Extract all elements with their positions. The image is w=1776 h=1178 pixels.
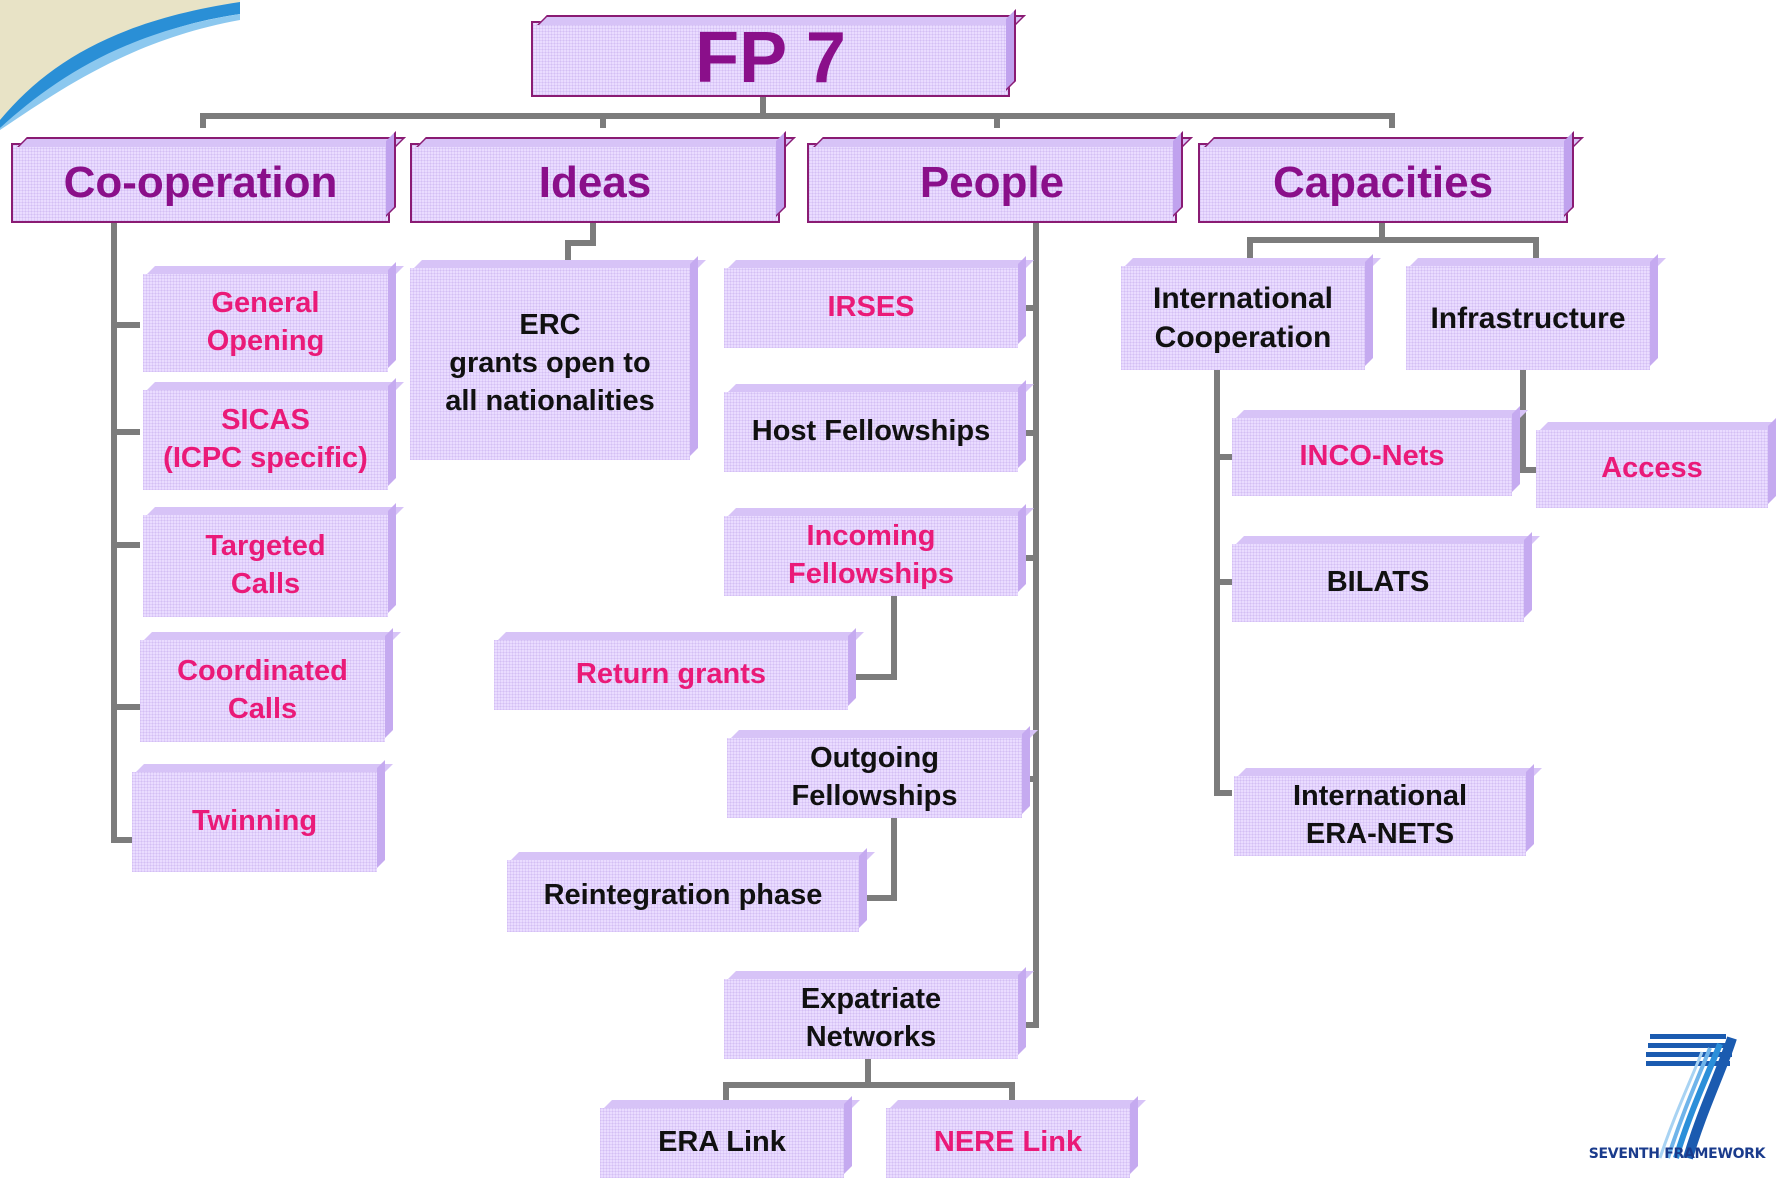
node-sicas: SICAS (ICPC specific) — [143, 390, 388, 490]
node-nere-link: NERE Link — [886, 1108, 1130, 1178]
pillar-cooperation-label: Co-operation — [63, 158, 338, 208]
node-expatriate-networks: Expatriate Networks — [724, 979, 1018, 1059]
node-return-grants-label: Return grants — [575, 658, 767, 691]
fp7-title: FP 7 — [695, 18, 846, 99]
node-bilats-label: BILATS — [1326, 566, 1430, 599]
node-outgoing-fellowships: Outgoing Fellowships — [727, 738, 1022, 818]
pillar-capacities: Capacities — [1198, 143, 1568, 223]
pillar-ideas-label: Ideas — [538, 158, 652, 208]
node-incoming-fellowships-label: Incoming Fellowships — [788, 520, 954, 590]
node-bilats: BILATS — [1232, 544, 1524, 622]
node-nere-link-label: NERE Link — [933, 1126, 1083, 1159]
node-irses-label: IRSES — [827, 291, 915, 324]
node-era-link: ERA Link — [600, 1108, 844, 1178]
node-return-grants: Return grants — [494, 640, 848, 710]
node-erc-grants-label: ERC grants open to all nationalities — [445, 309, 655, 417]
node-outgoing-fellowships-label: Outgoing Fellowships — [791, 742, 958, 812]
fp7-seven-logo-icon — [1646, 1034, 1737, 1160]
node-infrastructure: Infrastructure — [1406, 266, 1650, 370]
node-expatriate-networks-label: Expatriate Networks — [800, 983, 942, 1053]
node-access: Access — [1536, 430, 1768, 508]
pillar-people-label: People — [919, 158, 1065, 208]
node-access-label: Access — [1601, 452, 1703, 485]
node-international-era-nets-label: International ERA-NETS — [1292, 780, 1467, 850]
node-twinning: Twinning — [132, 772, 377, 872]
node-general-opening-label: General Opening — [206, 287, 325, 357]
pillar-ideas: Ideas — [410, 143, 780, 223]
node-host-fellowships: Host Fellowships — [724, 392, 1018, 472]
node-erc-grants: ERC grants open to all nationalities — [410, 268, 690, 460]
node-reintegration-phase-label: Reintegration phase — [543, 879, 823, 912]
pillar-people: People — [807, 143, 1177, 223]
node-incoming-fellowships: Incoming Fellowships — [724, 516, 1018, 596]
node-inco-nets-label: INCO-Nets — [1299, 440, 1445, 473]
node-infrastructure-label: Infrastructure — [1430, 301, 1626, 335]
node-reintegration-phase: Reintegration phase — [507, 860, 859, 932]
fp7-title-box: FP 7 — [531, 18, 1010, 98]
node-irses: IRSES — [724, 268, 1018, 348]
node-twinning-label: Twinning — [191, 805, 318, 838]
node-era-link-label: ERA Link — [658, 1126, 786, 1159]
node-international-era-nets: International ERA-NETS — [1234, 776, 1526, 856]
node-international-cooperation: International Cooperation — [1121, 266, 1365, 370]
node-sicas-label: SICAS (ICPC specific) — [163, 404, 368, 474]
node-host-fellowships-label: Host Fellowships — [751, 415, 991, 448]
node-coordinated-calls: Coordinated Calls — [140, 640, 385, 742]
node-targeted-calls-label: Targeted Calls — [205, 530, 326, 600]
node-inco-nets: INCO-Nets — [1232, 418, 1512, 496]
pillar-capacities-label: Capacities — [1272, 158, 1494, 208]
fp7-logo-text: SEVENTH FRAMEWORK — [1588, 1146, 1766, 1162]
node-coordinated-calls-label: Coordinated Calls — [177, 655, 348, 725]
node-general-opening: General Opening — [143, 274, 388, 372]
node-international-cooperation-label: International Cooperation — [1152, 282, 1333, 354]
corner-swoosh-decoration — [0, 0, 240, 130]
pillar-cooperation: Co-operation — [11, 143, 390, 223]
node-targeted-calls: Targeted Calls — [143, 515, 388, 617]
